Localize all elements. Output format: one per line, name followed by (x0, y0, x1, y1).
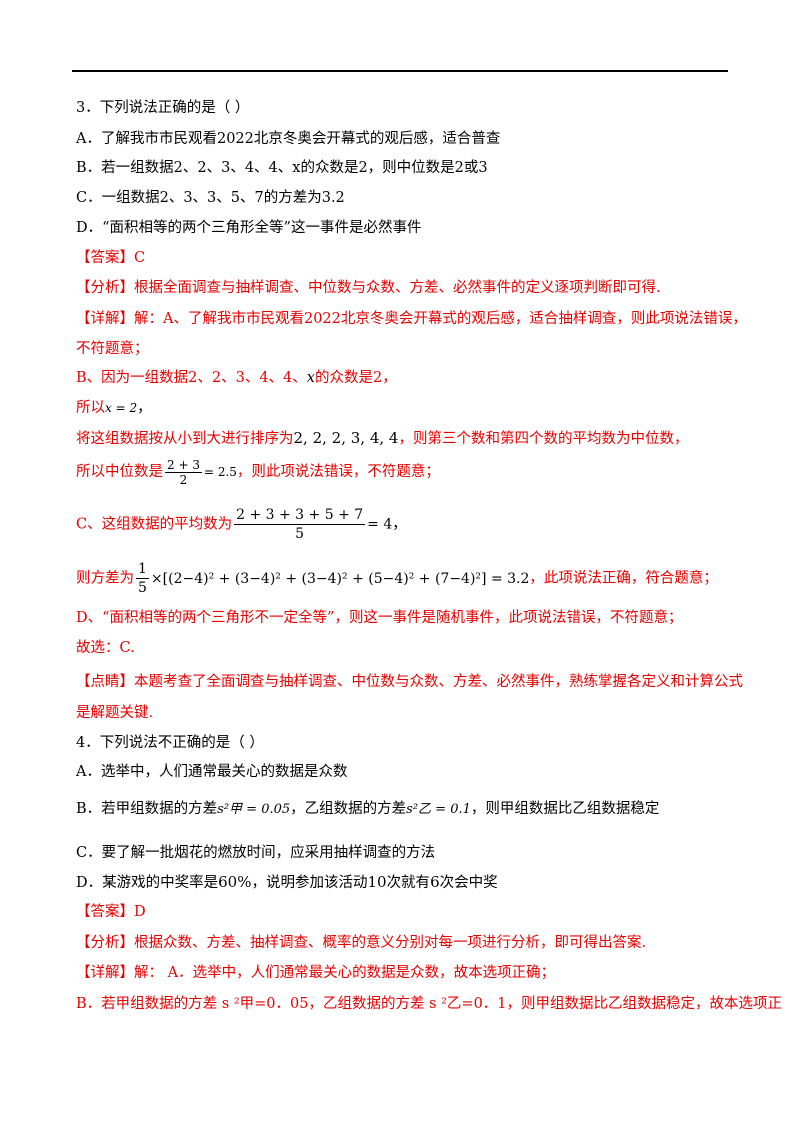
q3-detail-b2-eq: x = 2 (105, 401, 138, 415)
q3-detail-c2-text: 则方差为 (76, 570, 134, 587)
q3-detail-b2-text: 所以 (76, 400, 105, 416)
q3-detail-b1-text: B、因为一组数据2、2、3、4、4、 (76, 370, 307, 386)
q4-option-d-n1: 10 (367, 873, 387, 891)
q4-answer: 【答案】D (76, 904, 146, 920)
q3-comment-line2: 是解题关键. (76, 705, 154, 721)
q3-detail-c1-end: ， (392, 516, 407, 533)
q4-option-d: D．某游戏的中奖率是60%，说明参加该活动10次就有6次会中奖 (76, 872, 498, 893)
q4-option-d-pct: 60% (218, 873, 252, 891)
q3-detail-b3-seq: 2, 2, 2, 3, 4, 4 (293, 429, 399, 447)
q4-stem: 4．下列说法不正确的是（ ） (76, 735, 264, 751)
q3-option-a: A．了解我市市民观看2022北京冬奥会开幕式的观后感，适合普查 (76, 131, 501, 147)
q4-option-d-pre: D．某游戏的中奖率是 (76, 875, 219, 891)
q3-detail-b1-end: 的众数是2， (314, 370, 397, 386)
q4-option-b-pre: B．若甲组数据的方差 (76, 801, 218, 817)
q3-detail-c2-end: ，此项说法正确，符合题意； (529, 570, 718, 587)
q3-detail-line2: 不符题意； (76, 341, 149, 357)
q3-detail-b3: 将这组数据按从小到大进行排序为2, 2, 2, 3, 4, 4，则第三个数和第四… (76, 428, 688, 449)
q4-option-b-end: ，则甲组数据比乙组数据稳定 (470, 801, 660, 817)
q3-detail-b2-end: ， (137, 400, 152, 416)
q3-detail-line1: 【详解】解：A、了解我市市民观看2022北京冬奥会开幕式的观后感，适合抽样调查，… (76, 311, 747, 327)
q3-answer: 【答案】C (76, 250, 146, 266)
q3-analysis: 【分析】根据全面调查与抽样调查、中位数与众数、方差、必然事件的定义逐项判断即可得… (76, 280, 661, 296)
q4-option-b-mid: ，乙组数据的方差 (290, 801, 407, 817)
q3-detail-b3-text: 将这组数据按从小到大进行排序为 (76, 431, 294, 447)
q4-option-a: A．选举中，人们通常最关心的数据是众数 (76, 764, 348, 780)
q4-option-b-s2: s²乙 = 0.1 (406, 802, 471, 817)
q4-option-c: C．要了解一批烟花的燃放时间，应采用抽样调查的方法 (76, 845, 436, 861)
q3-median-numerator: 2 + 3 (165, 457, 202, 473)
q3-choose: 故选：C. (76, 640, 135, 656)
q3-option-b: B．若一组数据2、2、3、4、4、x的众数是2，则中位数是2或3 (76, 160, 488, 176)
q3-variance-denominator: 5 (138, 580, 147, 596)
q3-mean-numerator: 2 + 3 + 3 + 5 + 7 (234, 507, 366, 525)
q3-option-c: C．一组数据2、3、3、5、7的方差为3.2 (76, 190, 345, 206)
q4-option-b-s1: s²甲 = 0.05 (217, 802, 291, 817)
q4-option-d-mid: ，说明参加该活动 (251, 875, 368, 891)
q3-detail-b1-var: x (306, 370, 315, 386)
q4-detail-line1: 【详解】解： A．选举中，人们通常最关心的数据是众数，故本选项正确； (76, 965, 556, 981)
q4-option-d-n2: 6 (430, 873, 440, 891)
q3-detail-b3-end: ，则第三个数和第四个数的平均数为中位数， (398, 431, 689, 447)
q3-variance-formula: ×[(2−4)² + (3−4)² + (3−4)² + (5−4)² + (7… (150, 570, 530, 587)
q3-detail-b1: B、因为一组数据2、2、3、4、4、x的众数是2， (76, 368, 397, 388)
q3-mean-value: = 4 (367, 516, 393, 533)
header-rule (72, 70, 728, 72)
q3-comment-line1: 【点睛】本题考查了全面调查与抽样调查、中位数与众数、方差、必然事件，熟练掌握各定… (76, 674, 743, 690)
q3-median-denominator: 2 (179, 472, 188, 487)
q3-variance-numerator: 1 (136, 561, 149, 579)
q3-detail-b2: 所以x = 2， (76, 398, 152, 418)
q3-detail-b4-text: 所以中位数是 (76, 464, 163, 480)
q4-option-d-mid2: 次就有 (386, 875, 431, 891)
q3-stem: 3．下列说法正确的是（ ） (76, 100, 250, 116)
q4-detail-line2: B．若甲组数据的方差 s ²甲=0．05，乙组数据的方差 s ²乙=0．1，则甲… (76, 996, 783, 1012)
q3-detail-b4-end: ，则此项说法错误，不符题意； (236, 464, 440, 480)
q4-analysis: 【分析】根据众数、方差、抽样调查、概率的意义分别对每一项进行分析，即可得出答案. (76, 935, 647, 951)
q3-option-d: D．“面积相等的两个三角形全等”这一事件是必然事件 (76, 220, 422, 236)
q3-mean-denominator: 5 (295, 526, 305, 542)
q4-option-b: B．若甲组数据的方差s²甲 = 0.05，乙组数据的方差s²乙 = 0.1，则甲… (76, 799, 659, 820)
q4-option-d-end: 次会中奖 (439, 875, 498, 891)
q3-detail-c1-text: C、这组数据的平均数为 (76, 516, 233, 533)
q3-detail-d: D、“面积相等的两个三角形不一定全等”，则这一事件是随机事件，此项说法错误，不符… (76, 610, 683, 626)
q3-median-value: = 2.5 (203, 465, 237, 479)
